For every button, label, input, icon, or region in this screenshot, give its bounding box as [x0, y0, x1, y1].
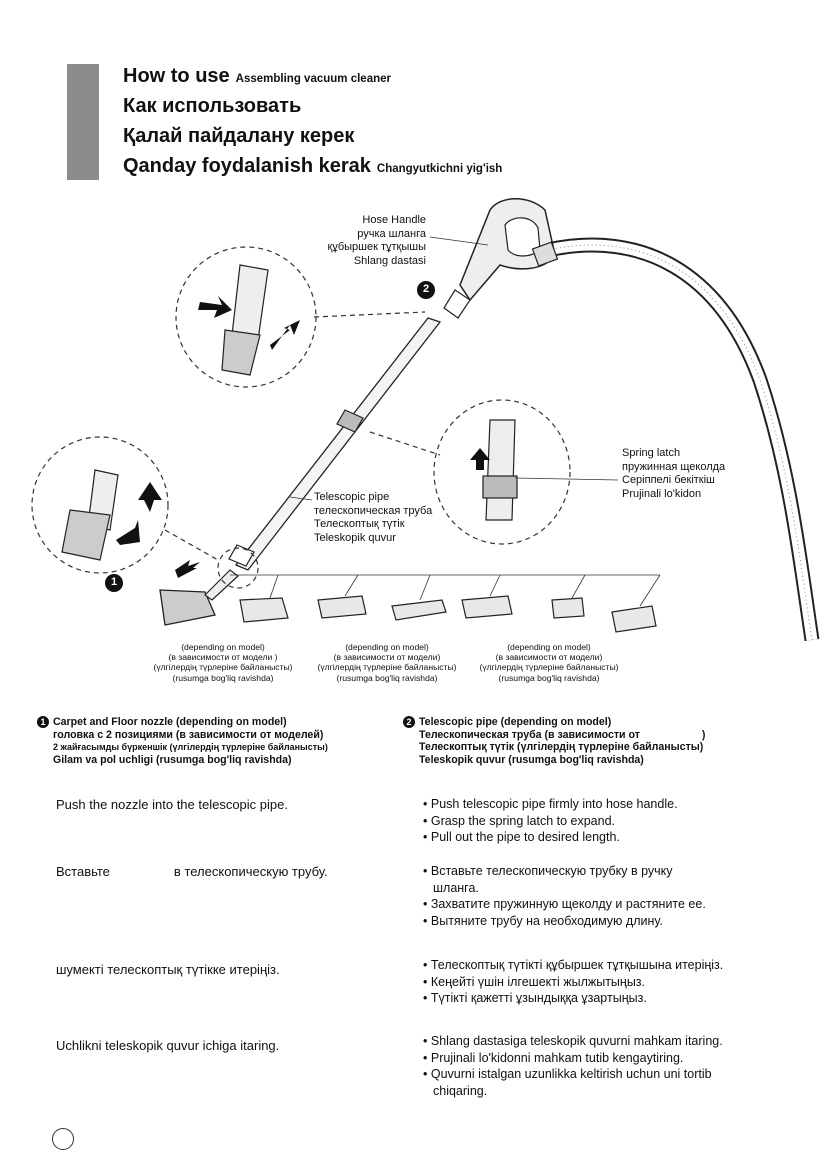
title-kk: Қалай пайдалану керек	[123, 125, 355, 147]
section1-text-en: Push the nozzle into the telescopic pipe…	[56, 797, 288, 812]
nozzle-2	[239, 597, 289, 623]
section1-text-uz: Uchlikni teleskopik quvur ichiga itaring…	[56, 1038, 280, 1053]
list-item: • Вытяните трубу на необходимую длину.	[423, 913, 663, 928]
list-item: • Push telescopic pipe firmly into hose …	[423, 797, 678, 811]
nozzle-4	[391, 599, 447, 621]
list-item: • Shlang dastasiga teleskopik quvurni ma…	[423, 1034, 723, 1048]
model-note-3: (depending on model)(в зависимости от мо…	[479, 642, 619, 683]
section2-list-kk: • Телескоптық түтікті құбыршек тұтқышына…	[423, 957, 723, 1007]
step-marker-2-label: 2	[423, 283, 430, 295]
list-item: • Quvurni istalgan uzunlikka keltirish u…	[423, 1067, 712, 1081]
model-note-1: (depending on model)(в зависимости от мо…	[153, 642, 293, 683]
nozzle-3	[317, 595, 367, 619]
section-gray-bar	[67, 64, 99, 180]
list-item: • Телескоптық түтікті құбыршек тұтқышына…	[423, 958, 724, 972]
list-item: • Захватите пружинную щеколду и растянит…	[423, 897, 706, 911]
callout-hose-handle: Hose Handle ручка шланга құбыршек тұтқыш…	[327, 214, 426, 267]
list-item-continued: chiqaring.	[433, 1083, 488, 1098]
nozzle-7	[611, 605, 657, 633]
detail-circle-spring-latch	[433, 399, 571, 545]
title-ru: Как использовать	[123, 95, 302, 117]
list-item: • Вставьте телескопическую трубку в ручк…	[423, 864, 673, 878]
section2-list-en: • Push telescopic pipe firmly into hose …	[423, 796, 678, 846]
section2-list-uz: • Shlang dastasiga teleskopik quvurni ma…	[423, 1033, 723, 1099]
section1-text-kk: шумекті телескоптық түтікке итеріңіз.	[56, 962, 280, 977]
hose-handle	[443, 198, 559, 319]
page-number-circle	[52, 1128, 74, 1150]
step-marker-1-label: 1	[111, 576, 118, 588]
list-item-continued: шланга.	[433, 880, 479, 895]
list-item: • Түтікті қажетті ұзындыққа ұзартыңыз.	[423, 991, 647, 1005]
list-item: • Prujinali lo'kidonni mahkam tutib keng…	[423, 1050, 684, 1065]
list-item: • Pull out the pipe to desired length.	[423, 830, 620, 844]
list-item: • Кеңейті үшін ілгешекті жылжытыңыз.	[423, 974, 646, 989]
callout-telescopic-pipe: Telescopic pipe телескопическая труба Те…	[314, 491, 433, 544]
detail-circle-joint	[217, 547, 259, 589]
step-marker-2	[417, 281, 435, 299]
detail-circle-nozzle	[31, 436, 169, 574]
section2-list-ru: • Вставьте телескопическую трубку в ручк…	[423, 863, 706, 929]
nozzle-6	[551, 597, 585, 619]
nozzle-5	[461, 595, 513, 619]
model-note-2: (depending on model)(в зависимости от мо…	[317, 642, 457, 683]
step-marker-1	[105, 574, 123, 592]
carpet-floor-nozzle	[159, 569, 239, 626]
callout-spring-latch: Spring latch пружинная щеколда Серіппелі…	[622, 447, 726, 500]
list-item: • Grasp the spring latch to expand.	[423, 813, 616, 828]
